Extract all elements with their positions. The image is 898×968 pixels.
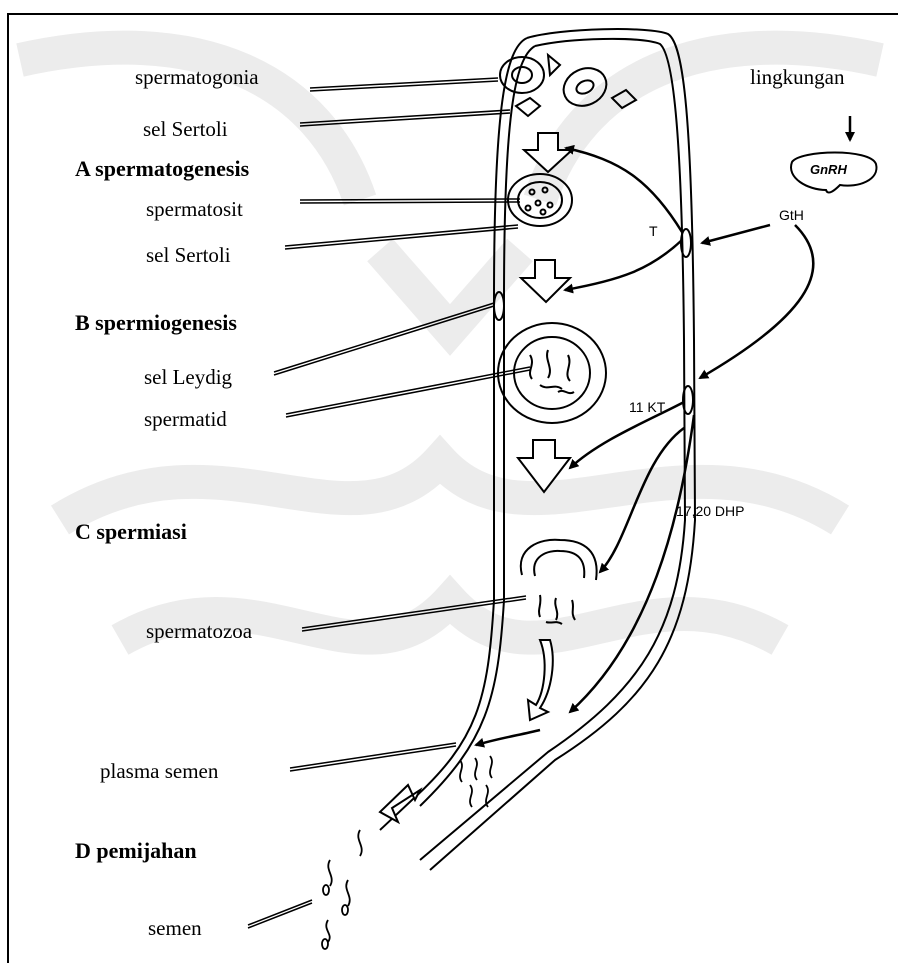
label-plasma-semen: plasma semen — [100, 759, 219, 783]
semen-sperm — [322, 830, 362, 949]
label-t: T — [649, 223, 658, 239]
label-leydig: sel Leydig — [144, 365, 233, 389]
stage-b-heading: B spermiogenesis — [75, 310, 237, 335]
label-spermatosit: spermatosit — [146, 197, 243, 221]
label-lingkungan: lingkungan — [750, 65, 845, 89]
stage-d-heading: D pemijahan — [75, 838, 197, 863]
stage-a-heading: A spermatogenesis — [75, 156, 250, 181]
sperm-in-lumen — [460, 756, 492, 807]
label-semen: semen — [148, 916, 202, 940]
label-spermatid: spermatid — [144, 407, 227, 431]
label-spermatozoa: spermatozoa — [146, 619, 253, 643]
label-sertoli-2: sel Sertoli — [146, 243, 231, 267]
spermiation-cyst — [521, 540, 597, 624]
release-arrow — [380, 785, 420, 822]
label-11kt: 11 KT — [629, 399, 666, 415]
gnrh-label: GnRH — [810, 162, 847, 177]
label-spermatogonia: spermatogonia — [135, 65, 259, 89]
label-gth: GtH — [779, 207, 804, 223]
label-17-20-dhp: 17,20 DHP — [676, 503, 744, 519]
stage-c-heading: C spermiasi — [75, 519, 187, 544]
label-sertoli-1: sel Sertoli — [143, 117, 228, 141]
